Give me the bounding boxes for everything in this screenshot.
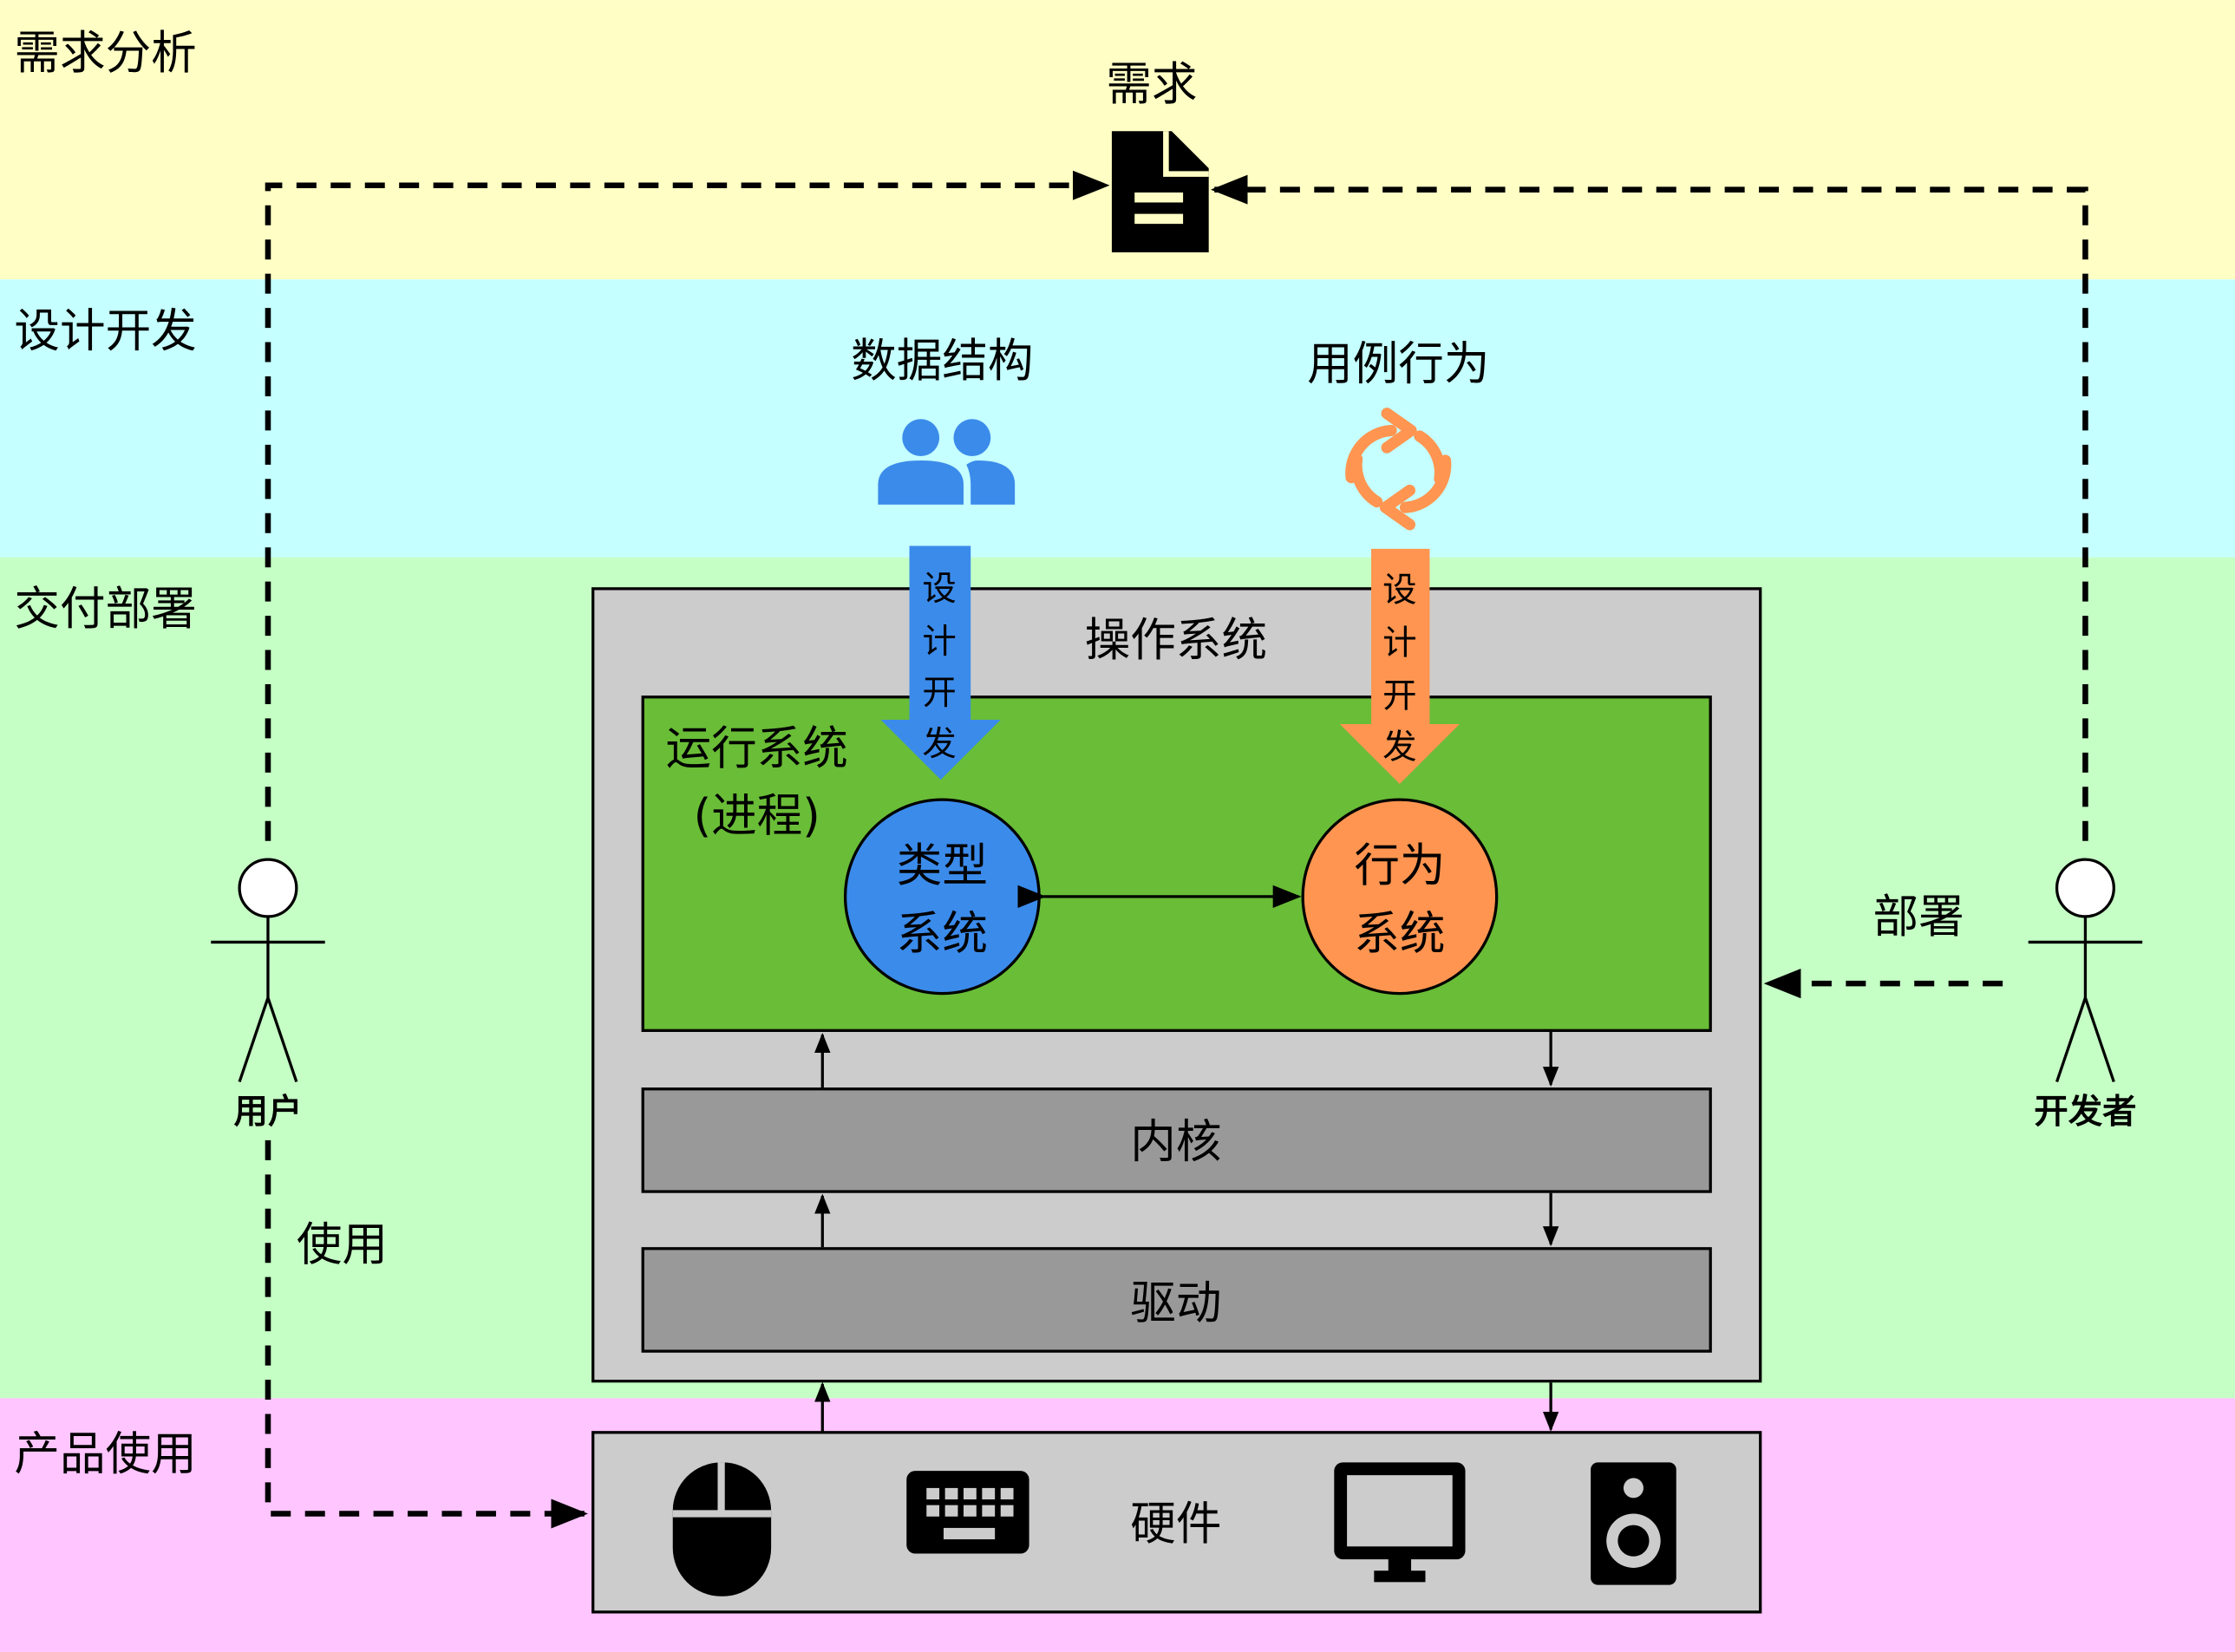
user-label: 用户 — [234, 1092, 303, 1132]
design-arrow-blue-char-1: 设 — [922, 569, 956, 609]
runtime-sublabel: (进程) — [694, 789, 820, 842]
behavior-system-label-1: 行为 — [1354, 839, 1445, 892]
band-design — [0, 279, 2235, 558]
design-arrow-blue: 设 计 开 发 — [880, 545, 1001, 780]
band-label-requirements: 需求分析 — [14, 27, 196, 80]
data-structure-label: 数据结构 — [851, 335, 1033, 388]
design-arrow-blue-char-4: 发 — [922, 724, 956, 764]
runtime-label: 运行系统 — [666, 722, 848, 775]
mouse-icon — [672, 1462, 772, 1596]
behavior-system-circle — [1301, 798, 1499, 996]
developer-requirement-line — [1210, 174, 2088, 841]
design-arrow-orange-char-4: 发 — [1382, 727, 1416, 767]
design-arrow-orange-char-1: 设 — [1382, 571, 1416, 611]
use-case-label: 用例行为 — [1307, 337, 1489, 390]
user-requirement-line — [265, 170, 1110, 841]
kernel-label: 内核 — [1130, 1116, 1221, 1169]
type-system-circle — [843, 798, 1041, 996]
band-label-product: 产品使用 — [14, 1428, 196, 1481]
design-arrow-orange: 设 计 开 发 — [1339, 548, 1460, 785]
deploy-label: 部署 — [1873, 891, 1964, 944]
developer-label: 开发者 — [2034, 1092, 2136, 1132]
os-label: 操作系统 — [1085, 614, 1267, 667]
band-label-deploy: 交付部署 — [14, 583, 196, 636]
monitor-icon — [1334, 1462, 1466, 1583]
band-label-design: 设计开发 — [14, 304, 196, 357]
hardware-label: 硬件 — [1130, 1498, 1221, 1551]
hardware-box — [591, 1431, 1762, 1614]
design-arrow-orange-char-2: 计 — [1382, 623, 1416, 663]
kernel-box — [641, 1087, 1712, 1193]
driver-box — [641, 1247, 1712, 1353]
developer-actor — [2028, 858, 2143, 1083]
runtime-box — [641, 695, 1712, 1032]
document-icon — [1111, 131, 1209, 252]
design-arrow-blue-char-2: 计 — [922, 622, 956, 662]
user-to-hardware-line — [265, 1139, 589, 1529]
speaker-icon — [1591, 1462, 1676, 1585]
use-label: 使用 — [297, 1218, 388, 1271]
sync-icon — [1345, 408, 1452, 531]
type-system-label-1: 类型 — [897, 839, 988, 892]
requirement-label: 需求 — [1106, 58, 1197, 111]
users-icon — [878, 419, 1016, 505]
driver-label: 驱动 — [1130, 1277, 1221, 1329]
design-arrow-orange-char-3: 开 — [1382, 676, 1416, 715]
user-actor — [211, 858, 325, 1083]
design-arrow-blue-char-3: 开 — [922, 673, 956, 713]
behavior-system-label-2: 系统 — [1354, 908, 1445, 961]
keyboard-icon — [906, 1471, 1029, 1554]
type-system-label-2: 系统 — [897, 908, 988, 961]
